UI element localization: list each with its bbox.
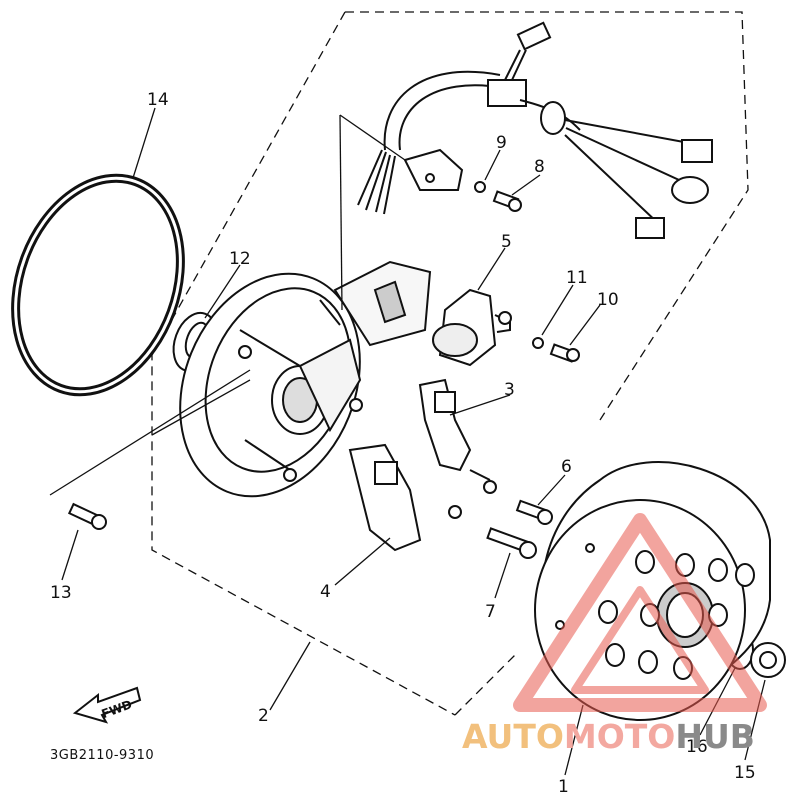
washer-11 bbox=[532, 337, 544, 349]
part-label-9: 9 bbox=[496, 133, 507, 153]
part-label-12: 12 bbox=[229, 249, 251, 269]
watermark-triangle-icon bbox=[513, 513, 767, 712]
source-coil bbox=[418, 378, 497, 494]
part-label-4: 4 bbox=[320, 582, 331, 602]
assembly-outline bbox=[151, 11, 749, 716]
part-label-1: 1 bbox=[558, 777, 569, 797]
part-number-labels: 14 12 9 8 5 11 10 3 6 4 7 13 2 16 15 1 bbox=[50, 90, 756, 797]
part-label-15: 15 bbox=[734, 763, 756, 783]
screw-10 bbox=[549, 343, 580, 363]
fwd-arrow: FWD bbox=[72, 686, 142, 724]
part-label-8: 8 bbox=[534, 157, 545, 177]
flywheel-rotor bbox=[534, 461, 771, 721]
wiring-harness bbox=[357, 21, 713, 239]
part-label-2: 2 bbox=[258, 706, 269, 726]
nut-15 bbox=[750, 642, 786, 678]
washer-9 bbox=[474, 181, 486, 193]
part-label-7: 7 bbox=[485, 602, 496, 622]
stator-plate bbox=[179, 260, 432, 498]
o-ring-gasket bbox=[11, 173, 185, 397]
part-label-13: 13 bbox=[50, 583, 72, 603]
part-label-5: 5 bbox=[501, 232, 512, 252]
cable-clamp bbox=[403, 148, 464, 191]
watermark-logo: AUTOMOTOHUB bbox=[462, 513, 767, 756]
leader-lines bbox=[49, 107, 766, 776]
part-label-6: 6 bbox=[561, 457, 572, 477]
screw-7 bbox=[486, 527, 537, 559]
part-label-16: 16 bbox=[686, 737, 708, 757]
screw-8 bbox=[492, 190, 522, 212]
screw-pickup bbox=[498, 311, 512, 325]
catalog-code: 3GB2110-9310 bbox=[50, 748, 154, 763]
screw-13 bbox=[67, 502, 107, 530]
screw-6 bbox=[515, 499, 553, 525]
part-label-10: 10 bbox=[597, 290, 619, 310]
charging-coil bbox=[348, 443, 462, 552]
part-label-3: 3 bbox=[504, 380, 515, 400]
part-label-14: 14 bbox=[147, 90, 169, 110]
part-label-11: 11 bbox=[566, 268, 588, 288]
watermark-auto: AUTOMOTOHUB bbox=[462, 717, 755, 756]
pickup-coil bbox=[432, 288, 511, 367]
